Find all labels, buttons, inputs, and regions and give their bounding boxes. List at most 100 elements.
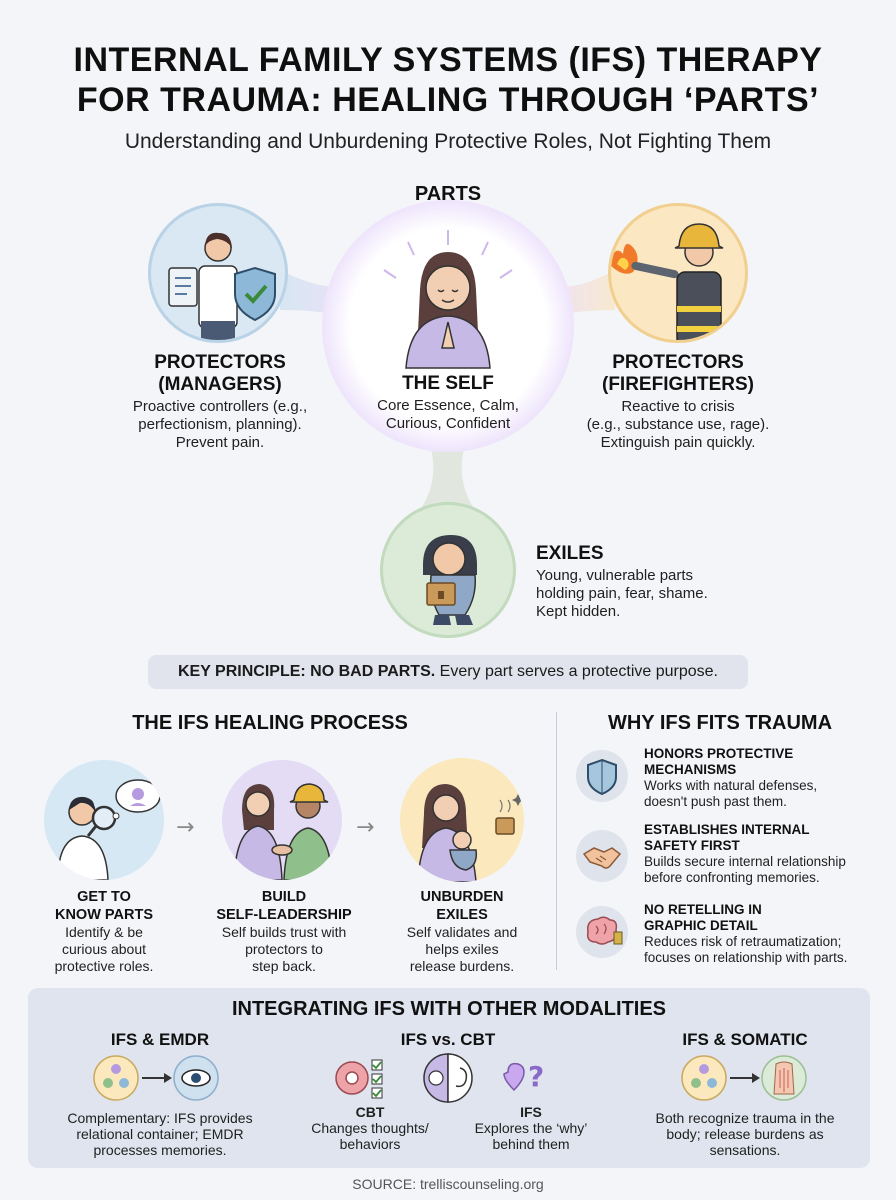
cbt-icons: ? [335, 1053, 544, 1103]
why-item-1: HONORS PROTECTIVE MECHANISMS Works with … [644, 746, 884, 810]
why-item-2: ESTABLISHES INTERNAL SAFETY FIRST Builds… [644, 822, 884, 886]
managers-circle [148, 203, 288, 343]
somatic-title: IFS & SOMATIC [682, 1030, 808, 1049]
ifs-label: IFS [520, 1104, 542, 1120]
integration-heading: INTEGRATING IFS WITH OTHER MODALITIES [231, 998, 667, 1020]
somatic-text-line-2: body; release burdens as [666, 1126, 824, 1142]
somatic-description: Both recognize trauma in the body; relea… [630, 1110, 860, 1158]
step-3-title-line-1: UNBURDEN [420, 889, 504, 905]
self-title: THE SELF [402, 373, 494, 394]
self-text-line-2: Curious, Confident [385, 415, 511, 432]
somatic-icons [681, 1055, 807, 1101]
why-1-text-line-1: Works with natural defenses, [644, 778, 818, 793]
handshake-icon-circle [576, 830, 628, 882]
firefighters-text-line-1: Reactive to crisis [621, 398, 735, 415]
step-3-title-line-2: EXILES [436, 907, 488, 923]
firefighters-circle [608, 203, 748, 343]
step-1-title-line-2: KNOW PARTS [54, 907, 153, 923]
key-principle-rest: Every part serves a protective purpose. [435, 663, 718, 680]
cbt-side: CBT Changes thoughts/ behaviors [300, 1104, 440, 1152]
step-1-text-line-2: curious about [61, 941, 147, 957]
ifs-text-line-1: Explores the ‘why’ [474, 1120, 588, 1136]
why-1-text-line-2: doesn't push past them. [644, 794, 787, 809]
emdr-icons [93, 1055, 219, 1101]
ifs-side: IFS Explores the ‘why’ behind them [456, 1104, 606, 1152]
exiles-description: Young, vulnerable parts holding pain, fe… [536, 567, 756, 621]
handshake-figures-icon [233, 783, 333, 880]
exiles-title: EXILES [536, 543, 604, 564]
why-heading: WHY IFS FITS TRAUMA [607, 712, 833, 734]
step-1-circle [44, 760, 164, 880]
why-1-title-line-1: HONORS PROTECTIVE [644, 746, 794, 761]
exiles-text-line-3: Kept hidden. [536, 603, 621, 620]
parts-cluster-icon-2 [681, 1055, 727, 1101]
page-subtitle: Understanding and Unburdening Protective… [124, 130, 772, 153]
step-2-title-line-2: SELF-LEADERSHIP [216, 907, 352, 923]
cbt-text-line-1: Changes thoughts/ [311, 1120, 429, 1136]
page-title: INTERNAL FAMILY SYSTEMS (IFS) THERAPY FO… [30, 40, 866, 120]
managers-title-line-1: PROTECTORS [154, 352, 286, 373]
firefighters-text-line-2: (e.g., substance use, rage). [586, 416, 770, 433]
magnifying-glass-icon [57, 779, 161, 880]
emdr-description: Complementary: IFS provides relational c… [40, 1110, 280, 1158]
why-3-title-line-2: GRAPHIC DETAIL [644, 918, 758, 933]
firefighter-figure-icon [611, 223, 724, 340]
why-2-text-line-1: Builds secure internal relationship [644, 854, 846, 869]
self-description: Core Essence, Calm, Curious, Confident [352, 397, 544, 433]
emdr-text-line-3: processes memories. [93, 1142, 227, 1158]
managers-text-line-1: Proactive controllers (e.g., [132, 398, 308, 415]
managers-title: PROTECTORS (MANAGERS) [110, 352, 330, 396]
why-item-3: NO RETELLING IN GRAPHIC DETAIL Reduces r… [644, 902, 884, 966]
parts-cluster-icon [93, 1055, 139, 1101]
brain-icon [586, 916, 623, 945]
managers-text-line-3: Prevent pain. [175, 434, 265, 451]
emdr-title: IFS & EMDR [110, 1030, 210, 1049]
arrow-right-icon: → [176, 815, 195, 840]
why-2-title-line-2: SAFETY FIRST [644, 838, 740, 853]
exile-figure-icon [423, 535, 477, 625]
step-3-text-line-1: Self validates and [406, 924, 518, 940]
step-2-circle [222, 760, 342, 880]
why-3-title-line-1: NO RETELLING IN [644, 902, 762, 917]
exiles-text-line-2: holding pain, fear, shame. [536, 585, 708, 602]
why-2-text-line-2: before confronting memories. [644, 870, 820, 885]
firefighters-title-line-2: (FIREFIGHTERS) [602, 374, 754, 395]
somatic-text-line-3: sensations. [709, 1142, 781, 1158]
step-3-circle [400, 758, 524, 882]
step-1: GET TO KNOW PARTS Identify & be curious … [24, 888, 184, 975]
handshake-icon [582, 847, 622, 869]
heart-question-icon [503, 1062, 525, 1092]
key-principle-bold: KEY PRINCIPLE: NO BAD PARTS. [177, 663, 436, 680]
managers-title-line-2: (MANAGERS) [158, 374, 282, 395]
section-divider [556, 712, 557, 970]
firefighters-text-line-3: Extinguish pain quickly. [600, 434, 756, 451]
exiles-text-line-1: Young, vulnerable parts [536, 567, 694, 584]
manager-figure-icon [168, 232, 276, 340]
step-3: UNBURDEN EXILES Self validates and helps… [376, 888, 548, 975]
cbt-label: CBT [355, 1104, 385, 1120]
step-1-title-line-1: GET TO [77, 889, 131, 905]
why-1-title-line-2: MECHANISMS [644, 762, 737, 777]
firefighters-title-line-1: PROTECTORS [612, 352, 744, 373]
title-line-1: INTERNAL FAMILY SYSTEMS (IFS) THERAPY [73, 41, 823, 79]
step-2: BUILD SELF-LEADERSHIP Self builds trust … [196, 888, 372, 975]
cbt-title: IFS vs. CBT [400, 1030, 496, 1049]
self-text-line-1: Core Essence, Calm, [377, 397, 519, 414]
why-2-title-line-1: ESTABLISHES INTERNAL [644, 822, 810, 837]
brain-icon-circle [576, 906, 628, 958]
step-3-text-line-3: release burdens. [409, 958, 515, 974]
exiles-circle [380, 502, 516, 638]
step-1-text-line-1: Identify & be [65, 924, 143, 940]
key-principle-banner: KEY PRINCIPLE: NO BAD PARTS. Every part … [148, 655, 748, 689]
shield-icon-circle [576, 750, 628, 802]
firefighters-description: Reactive to crisis (e.g., substance use,… [558, 398, 798, 452]
process-heading: THE IFS HEALING PROCESS [132, 712, 408, 734]
arrow-right-icon-2: → [356, 815, 375, 840]
managers-text-line-2: perfectionism, planning). [138, 416, 302, 433]
why-3-text-line-1: Reduces risk of retraumatization; [644, 934, 842, 949]
step-2-text-line-2: protectors to [245, 941, 323, 957]
step-2-text-line-3: step back. [252, 958, 316, 974]
self-circle [322, 200, 574, 452]
step-3-text-line-2: helps exiles [425, 941, 499, 957]
ifs-text-line-2: behind them [492, 1136, 570, 1152]
